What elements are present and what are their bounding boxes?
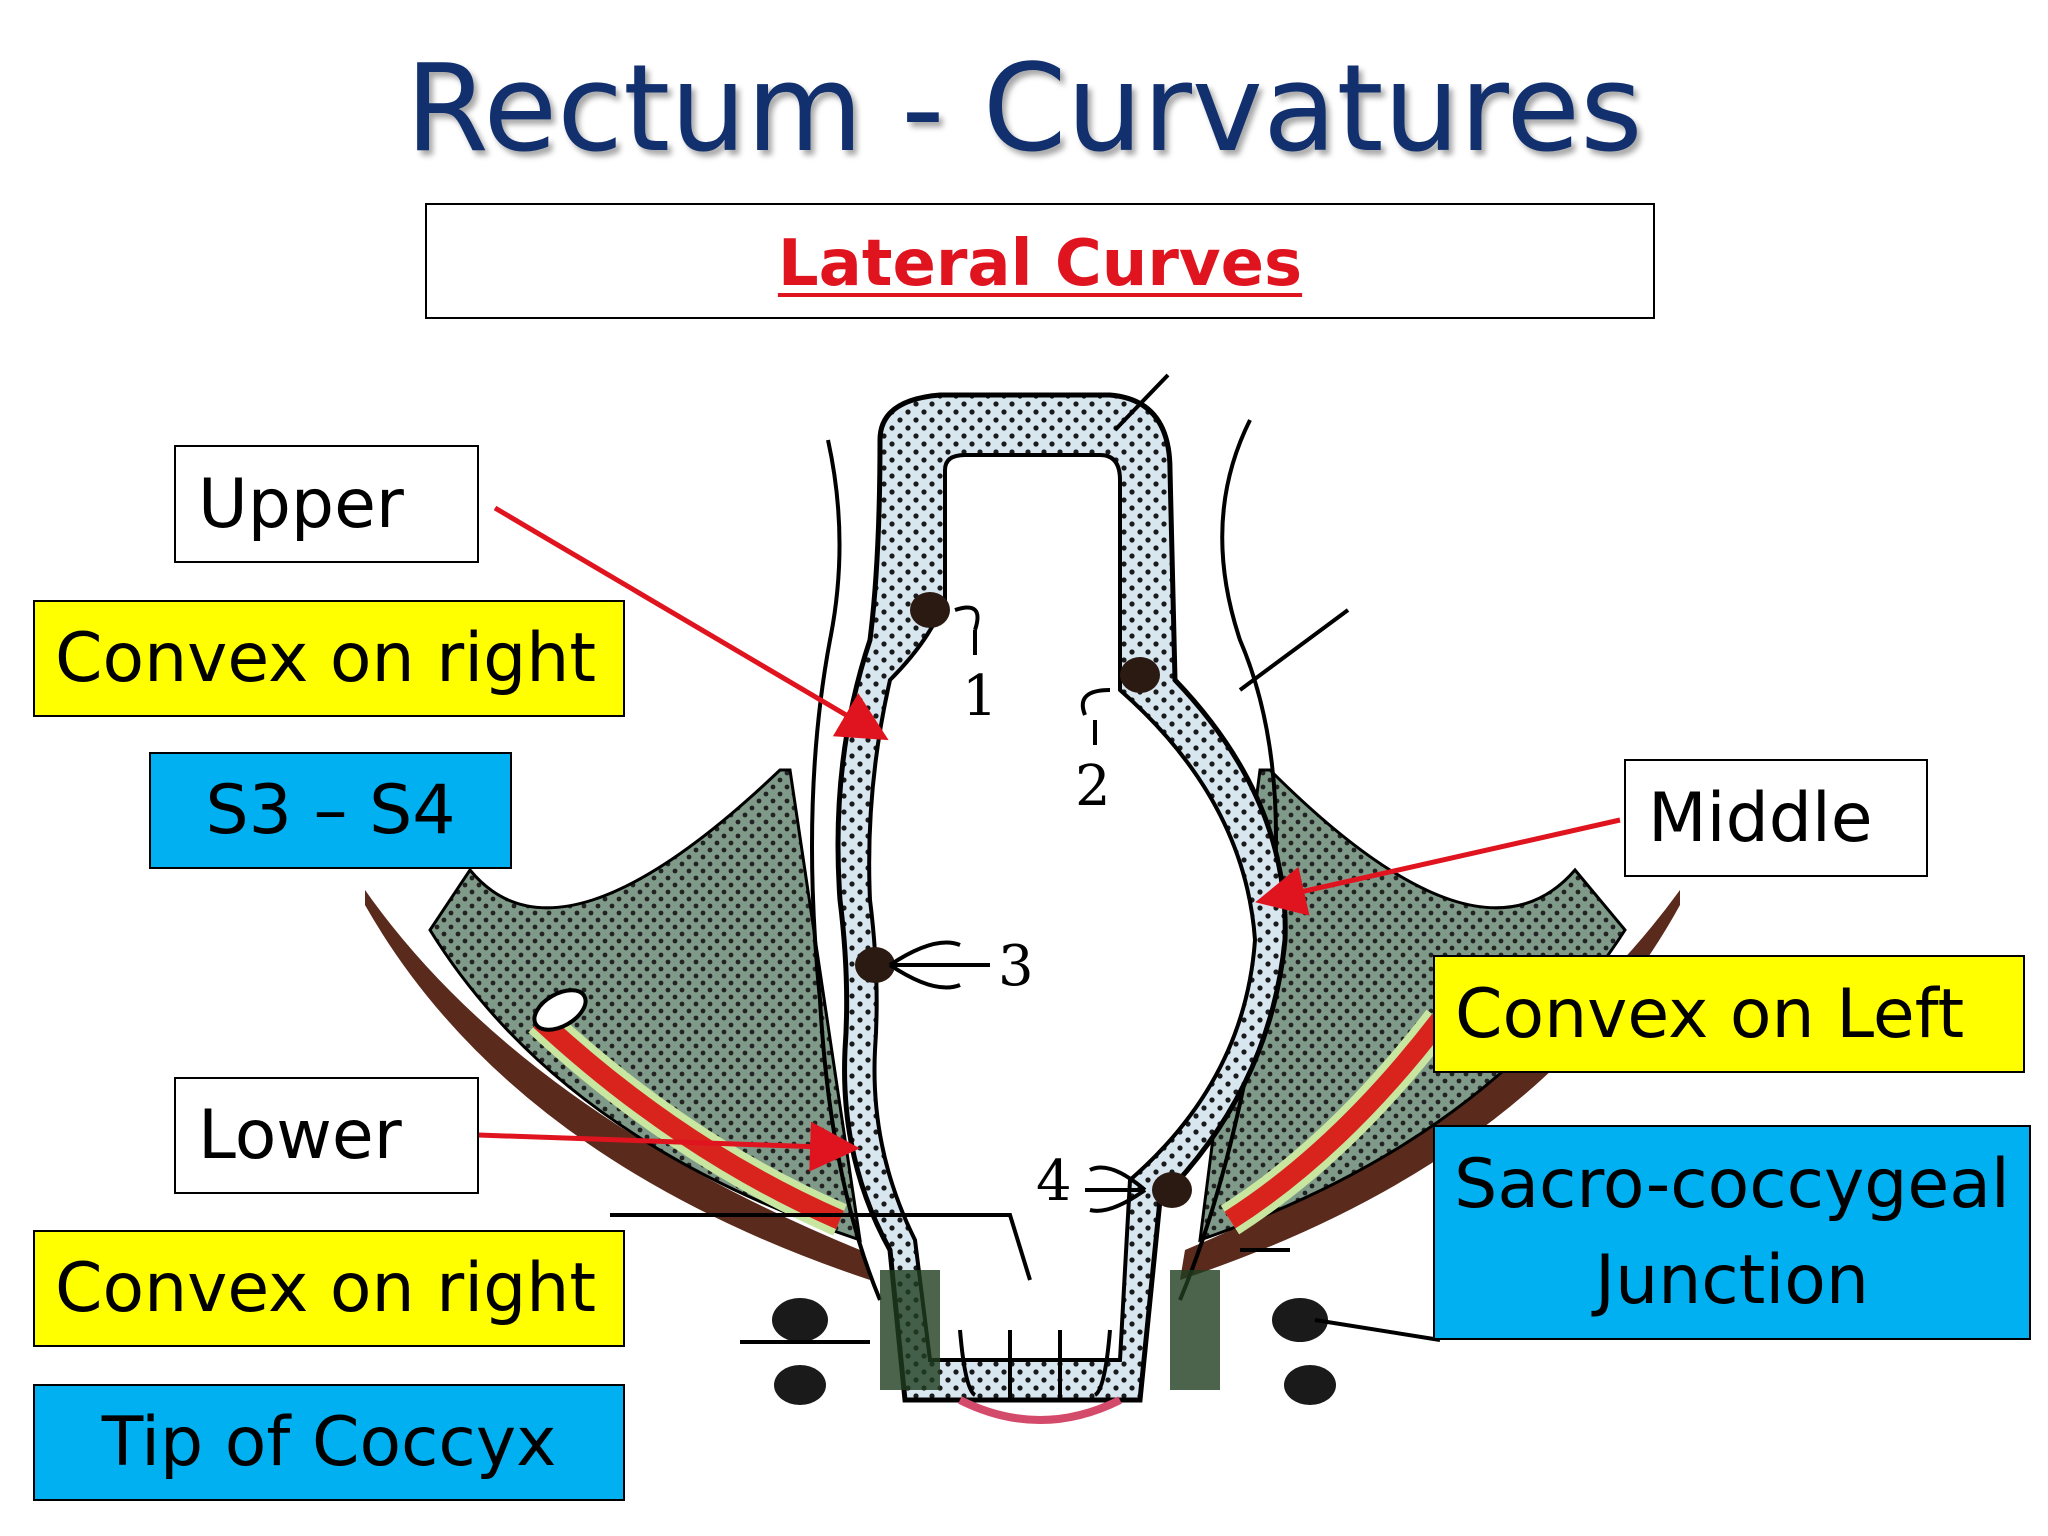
label-middle-level-line2: Junction xyxy=(1595,1240,1869,1320)
vessel-band-right xyxy=(1220,1009,1454,1235)
label-lower-level: Tip of Coccyx xyxy=(33,1384,625,1501)
label-upper-convex: Convex on right xyxy=(33,600,625,717)
fascia-right-line xyxy=(1178,419,1278,1301)
fold-number-1: 1 xyxy=(962,664,998,729)
subtitle: Lateral Curves xyxy=(777,227,1303,301)
label-upper-level: S3 – S4 xyxy=(149,752,512,869)
anal-columns xyxy=(958,1329,1122,1424)
fold-leaders xyxy=(610,373,1441,1344)
label-middle-convex: Convex on Left xyxy=(1433,955,2025,1073)
arrow-lower xyxy=(477,1121,860,1172)
arrow-upper xyxy=(493,505,889,741)
label-middle-level-line1: Sacro-coccygeal xyxy=(1454,1144,2010,1224)
page-title: Rectum - Curvatures xyxy=(405,40,1643,179)
arrow-middle xyxy=(1255,817,1621,916)
pelvic-wall-left xyxy=(365,890,870,1280)
fold-number-2: 2 xyxy=(1075,754,1111,819)
label-lower: Lower xyxy=(174,1077,479,1194)
sphincters xyxy=(772,1270,1336,1405)
label-middle-level: Sacro-coccygeal Junction xyxy=(1433,1125,2031,1340)
fold-bodies xyxy=(855,592,1192,1208)
fold-number-3: 3 xyxy=(998,934,1034,999)
vessel-band-left xyxy=(528,988,847,1236)
label-lower-convex: Convex on right xyxy=(33,1230,625,1347)
subtitle-box: Lateral Curves xyxy=(425,203,1655,319)
pelvic-wall-right xyxy=(1180,890,1680,1280)
fold-number-4: 4 xyxy=(1036,1149,1072,1214)
label-upper: Upper xyxy=(174,445,479,563)
label-middle: Middle xyxy=(1624,759,1928,877)
